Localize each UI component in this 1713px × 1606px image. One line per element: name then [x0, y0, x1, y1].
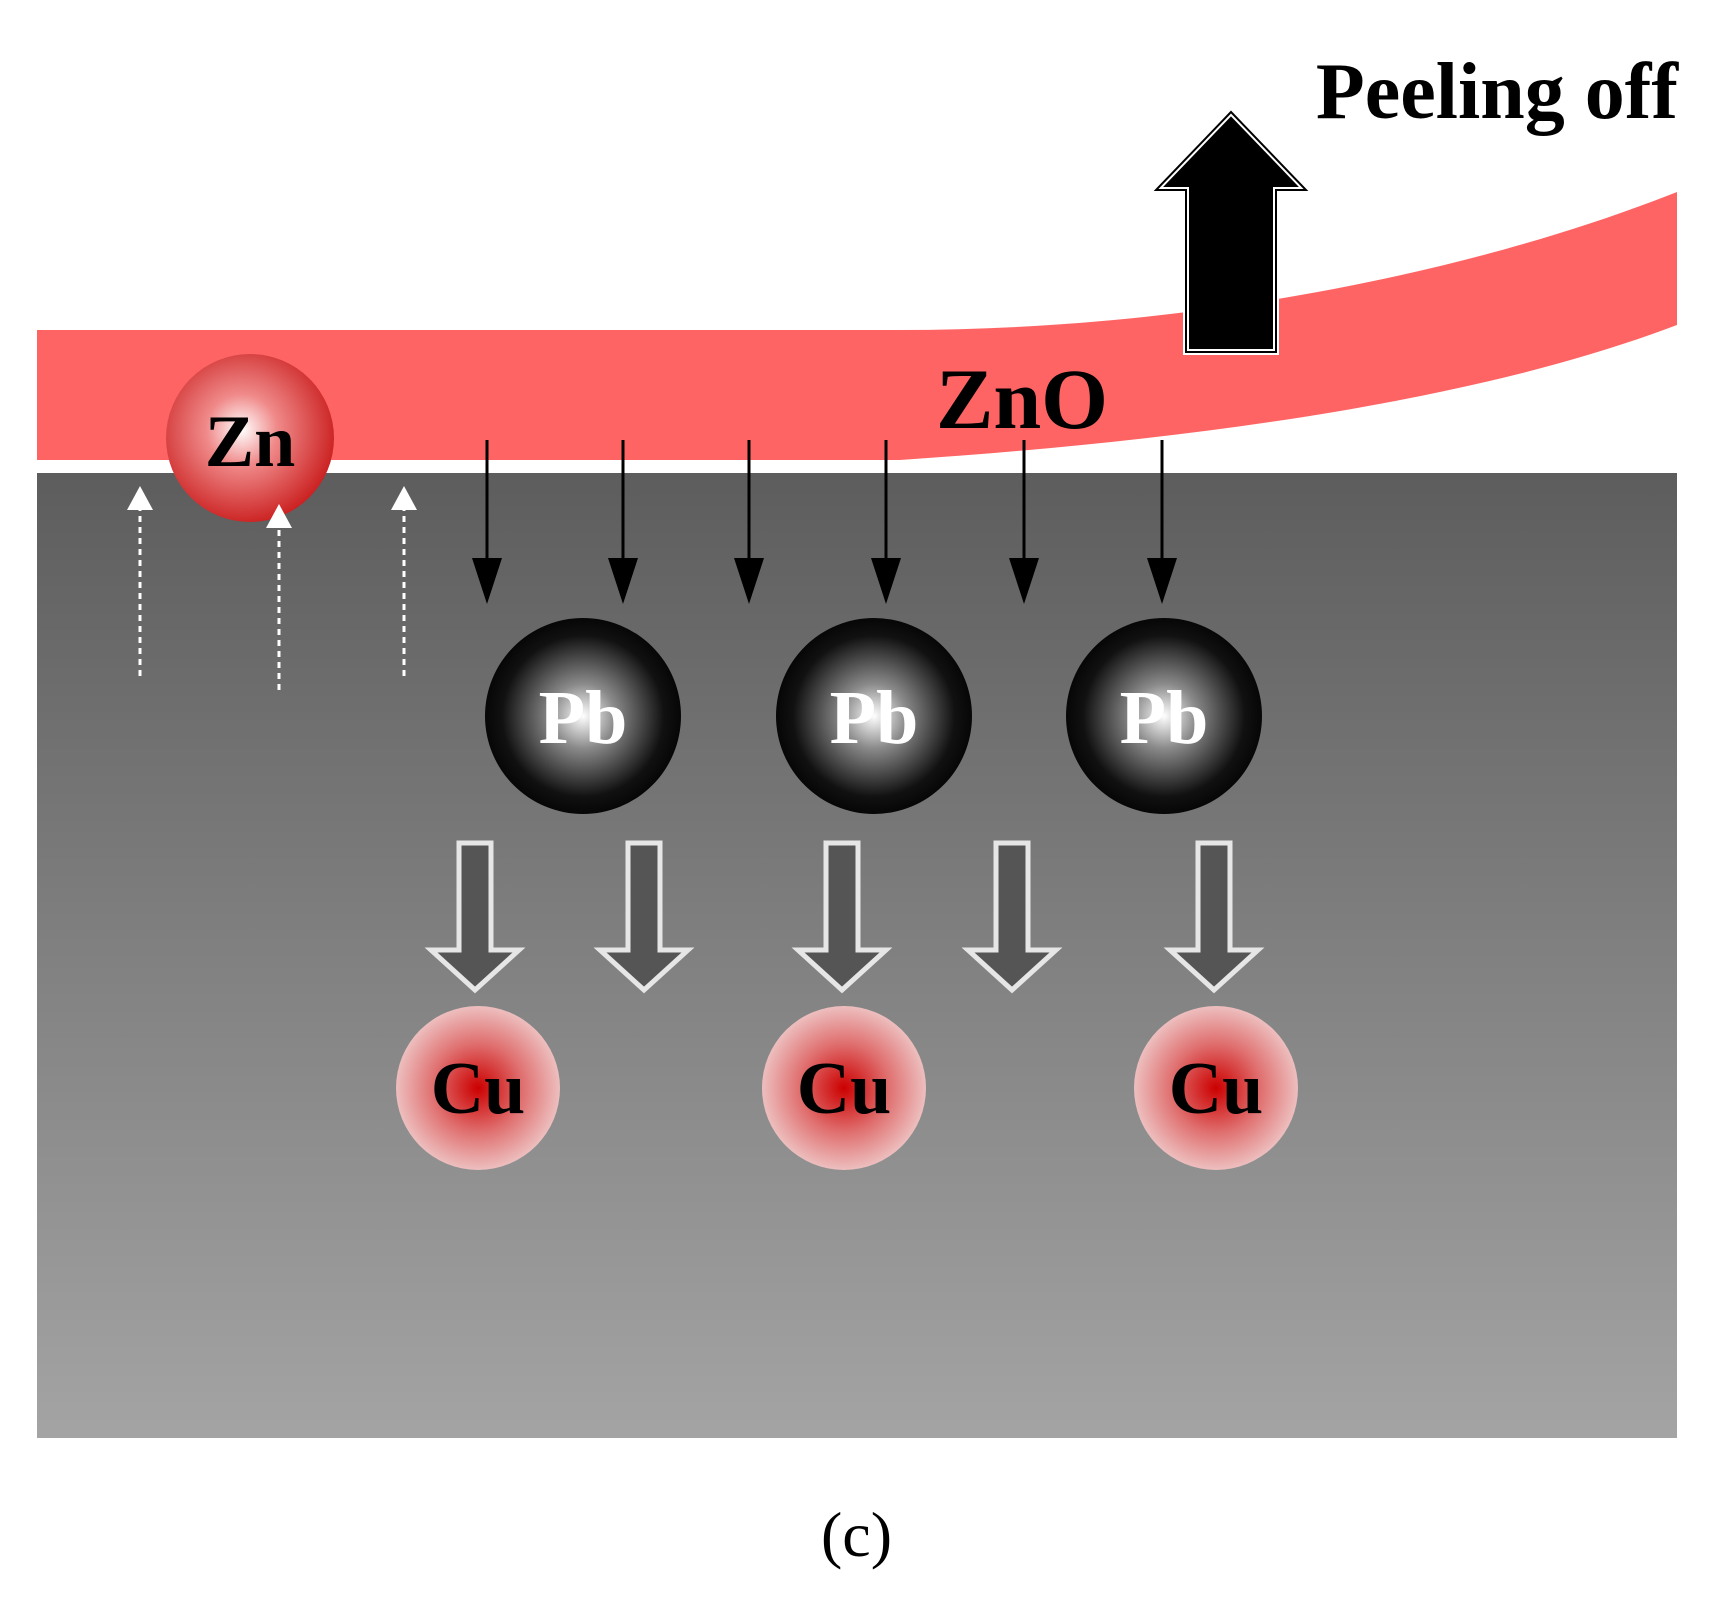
figure-caption: (c)	[820, 1499, 893, 1570]
cu-atom-2: Cu	[762, 1006, 926, 1170]
cu-atom-3: Cu	[1134, 1006, 1298, 1170]
zn-label: Zn	[205, 401, 296, 483]
cu-atom-1: Cu	[396, 1006, 560, 1170]
pb-atom-1: Pb	[485, 618, 681, 814]
cu-label-1: Cu	[431, 1048, 526, 1130]
block-arrows	[424, 840, 1265, 994]
pb-atom-3: Pb	[1066, 618, 1262, 814]
peeling-off-label: Peeling off	[1316, 48, 1679, 136]
pb-label-3: Pb	[1120, 676, 1209, 760]
downward-arrows	[472, 440, 1177, 604]
zno-label: ZnO	[936, 351, 1108, 447]
pb-label-1: Pb	[539, 676, 628, 760]
cu-label-3: Cu	[1169, 1048, 1264, 1130]
pb-label-2: Pb	[830, 676, 919, 760]
zn-diffusion-arrows	[127, 486, 417, 690]
peeling-off-arrow	[1148, 107, 1314, 355]
cu-label-2: Cu	[797, 1048, 892, 1130]
zno-layer	[37, 192, 1677, 460]
zn-atom: Zn	[166, 354, 334, 522]
pb-atom-2: Pb	[776, 618, 972, 814]
